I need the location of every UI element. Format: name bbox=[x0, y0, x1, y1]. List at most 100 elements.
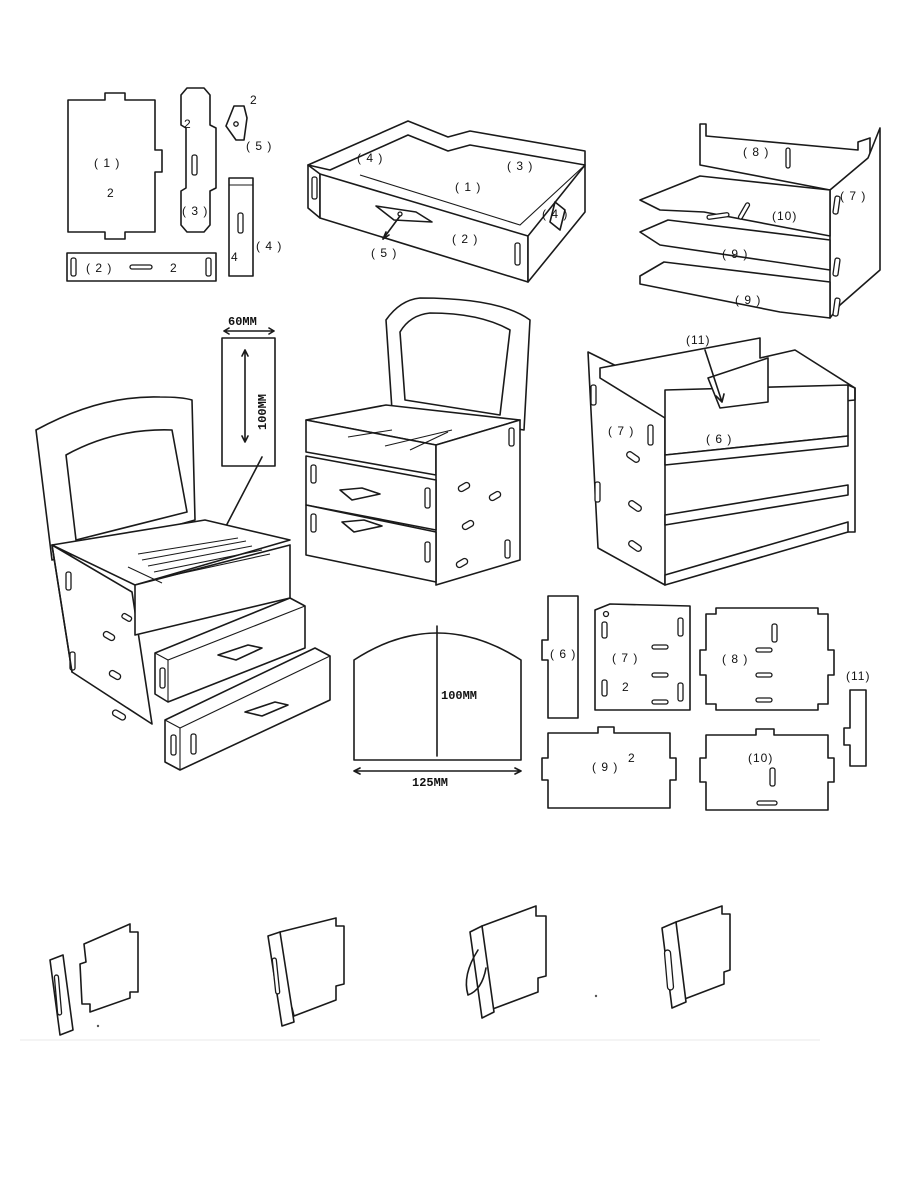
box-left-rolls bbox=[137, 537, 271, 579]
panel-template-group: 100MM 125MM bbox=[353, 625, 522, 790]
part-4-slot bbox=[237, 212, 244, 234]
box-left-drawer-1-slot bbox=[159, 667, 166, 689]
part-6-panel bbox=[541, 595, 579, 719]
part-7-hole bbox=[602, 610, 610, 618]
box-left-drawer-2-slot bbox=[170, 734, 177, 756]
box-left-lid-mirror bbox=[65, 429, 188, 541]
shelf-back-slot bbox=[785, 147, 791, 169]
shelf-label-9-upper: ( 9 ) bbox=[722, 247, 748, 261]
part-7-slot-left-1 bbox=[601, 621, 608, 639]
part-10-label: (10) bbox=[748, 751, 773, 765]
part-7-slot-right-1 bbox=[677, 617, 684, 637]
step-2-slot bbox=[271, 957, 281, 995]
shelf-board-top bbox=[639, 175, 831, 237]
shelf-asm-shelf-3 bbox=[664, 521, 849, 586]
part-7-slot-mid-2 bbox=[651, 672, 669, 678]
arrow-head bbox=[382, 231, 390, 240]
part-3-drawer-back bbox=[180, 87, 217, 233]
part-11-panel bbox=[843, 689, 867, 767]
part-5-label: ( 5 ) bbox=[246, 139, 272, 153]
box-center-side-slot-6 bbox=[455, 557, 469, 569]
mirror-height-label: 100MM bbox=[256, 394, 270, 430]
shelf-asm-shelf-1 bbox=[664, 435, 849, 466]
part-4-qty: 4 bbox=[231, 250, 239, 264]
box-center-divider-a bbox=[347, 429, 453, 451]
part-7-qty: 2 bbox=[622, 680, 630, 694]
shelf-asm-slot-2 bbox=[647, 424, 654, 446]
shelf-asm-arrow-11 bbox=[704, 349, 725, 403]
box-center-side-slot-1 bbox=[508, 427, 515, 447]
part-2-slot-center bbox=[129, 264, 153, 270]
part-1-qty: 2 bbox=[107, 186, 115, 200]
drawer-label-4-right: ( 4 ) bbox=[542, 207, 568, 221]
part-3-slot bbox=[191, 154, 198, 176]
panel-width-label: 125MM bbox=[412, 776, 448, 790]
step-3-dot bbox=[594, 994, 598, 998]
drawer-right-tab bbox=[549, 201, 566, 231]
part-8-slot-mid-2 bbox=[755, 672, 773, 678]
step-1-dot bbox=[96, 1024, 100, 1028]
box-center-drawer-1-handle bbox=[339, 487, 381, 501]
drawer-label-3: ( 3 ) bbox=[507, 159, 533, 173]
step-3-side-piece bbox=[469, 925, 495, 1019]
shelf-asm-shelf-2 bbox=[664, 484, 849, 526]
part-7-slot-right-2 bbox=[677, 682, 684, 702]
shelf-board-middle bbox=[639, 219, 831, 271]
drawer-back-wall bbox=[307, 120, 586, 171]
shelf-asm-label-6: ( 6 ) bbox=[706, 432, 732, 446]
part-6-label: ( 6 ) bbox=[550, 647, 576, 661]
shelf-label-7: ( 7 ) bbox=[840, 189, 866, 203]
shelf-board-slot-b bbox=[737, 202, 751, 220]
part-9-label: ( 9 ) bbox=[592, 760, 618, 774]
part-10-slot-b bbox=[756, 800, 778, 806]
step-4-slot bbox=[663, 949, 675, 991]
box-left-top-rim bbox=[51, 519, 291, 586]
part-10-panel bbox=[699, 728, 835, 811]
part-2-slot-right bbox=[205, 257, 212, 277]
box-center-side-slot-3 bbox=[461, 519, 475, 531]
box-left-side-slot-1 bbox=[65, 571, 72, 591]
shelf-exploded-group: ( 8 ) ( 7 ) (10) ( 9 ) ( 9 ) bbox=[639, 123, 881, 319]
step-1-panel bbox=[79, 923, 139, 1013]
box-left-drawer-1 bbox=[154, 597, 306, 703]
part-5-hole bbox=[233, 121, 239, 127]
shelf-asm-slot-3 bbox=[626, 451, 640, 463]
shelf-parts-group: ( 6 ) ( 7 ) 2 ( 8 ) (11) ( 9 ) 2 (10) bbox=[541, 595, 870, 811]
mirror-height-arrow bbox=[241, 349, 249, 443]
panel-width-arrow bbox=[353, 767, 522, 775]
part-8-panel bbox=[699, 607, 835, 711]
box-left-drawer-2-slot-b bbox=[190, 733, 197, 755]
box-left-side-slot-3 bbox=[102, 630, 116, 642]
shelf-asm-right-side bbox=[847, 384, 856, 533]
drawer-label-5: ( 5 ) bbox=[371, 246, 397, 260]
part-7-label: ( 7 ) bbox=[612, 651, 638, 665]
box-left-drawer-2 bbox=[164, 647, 331, 771]
part-11-label: (11) bbox=[846, 669, 870, 683]
part-10-slot-a bbox=[769, 767, 776, 787]
box-left-divider bbox=[127, 566, 163, 584]
mirror-width-label: 60MM bbox=[228, 315, 257, 329]
shelf-asm-slot-5 bbox=[628, 500, 642, 512]
shelf-side-slot-3 bbox=[832, 297, 841, 317]
part-8-slot-top bbox=[771, 623, 778, 643]
shelf-label-9-lower: ( 9 ) bbox=[735, 293, 761, 307]
shelf-asm-slot-6 bbox=[628, 540, 642, 552]
step-3-motion-arc bbox=[465, 949, 487, 996]
part-1-drawer-bottom bbox=[67, 92, 163, 240]
mirror-width-arrow bbox=[223, 327, 275, 335]
step-1-side-piece bbox=[49, 954, 74, 1036]
part-8-label: ( 8 ) bbox=[722, 652, 748, 666]
part-8-slot-mid-1 bbox=[755, 647, 773, 653]
box-center-side-slot-5 bbox=[504, 539, 511, 559]
assembled-drawer-group: ( 4 ) ( 3 ) ( 1 ) ( 4 ) ( 2 ) ( 5 ) bbox=[307, 120, 586, 283]
part-2-qty: 2 bbox=[170, 261, 178, 275]
box-center-drawer-2-slot-b bbox=[424, 541, 431, 563]
box-left-base bbox=[51, 544, 73, 673]
box-left-side-slot-4 bbox=[108, 669, 122, 681]
arrow-to-handle bbox=[382, 215, 401, 240]
part-9-panel bbox=[541, 726, 677, 809]
box-left-side-slot-2 bbox=[121, 612, 133, 623]
part-7-slot-left-2 bbox=[601, 679, 608, 697]
assembly-step-3 bbox=[465, 905, 598, 1019]
shelf-label-10: (10) bbox=[772, 209, 797, 223]
